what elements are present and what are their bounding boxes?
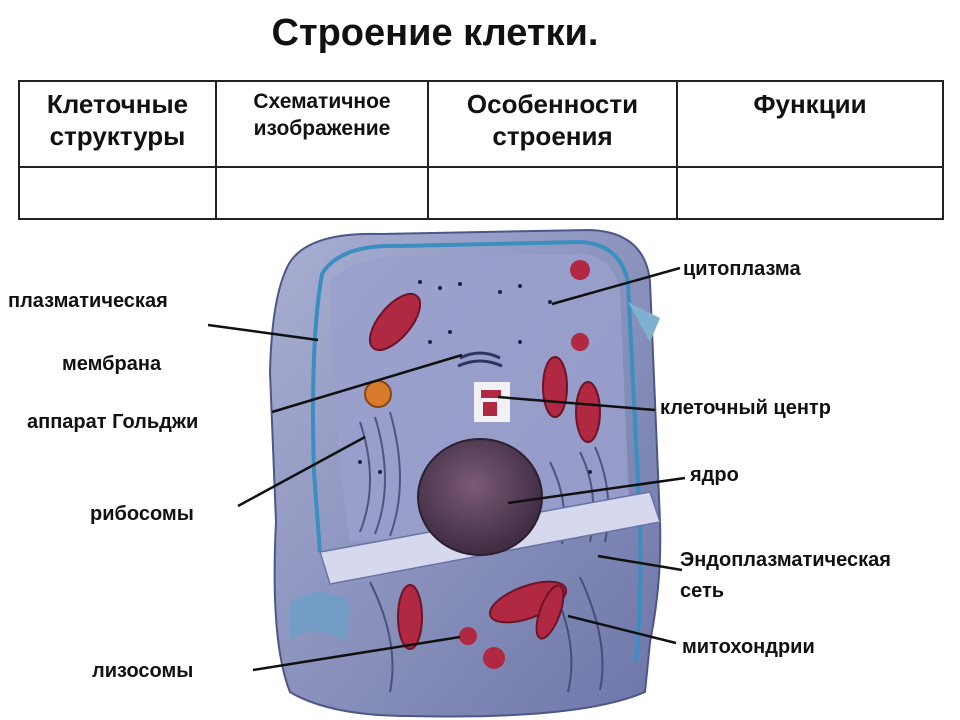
table-cell[interactable] xyxy=(18,166,217,220)
cell-structure-table: Клеточные структуры Схематичное изображе… xyxy=(18,80,944,220)
mitochondrion xyxy=(575,381,601,443)
lysosome xyxy=(459,627,477,645)
header-features: Особенности строения xyxy=(427,80,678,168)
mitochondrion xyxy=(535,584,565,640)
lysosome xyxy=(570,260,590,280)
label-centrosome: клеточный центр xyxy=(660,397,831,419)
label-nucleus: ядро xyxy=(690,464,739,486)
header-functions: Функции xyxy=(676,80,944,168)
label-er-line2: сеть xyxy=(680,580,725,602)
mitochondrion xyxy=(368,292,422,352)
plasma-membrane xyxy=(320,239,643,663)
table-cell[interactable] xyxy=(676,166,944,220)
label-cytoplasm: цитоплазма xyxy=(683,258,801,280)
table-row xyxy=(18,166,944,220)
golgi-vesicle xyxy=(364,380,392,408)
label-mitochondria: митохондрии xyxy=(682,636,815,658)
label-plasma-membrane-line1: плазматическая xyxy=(8,290,168,312)
lysosome xyxy=(571,333,589,351)
nucleus xyxy=(417,438,543,556)
lysosome xyxy=(483,647,505,669)
label-plasma-membrane-line2: мембрана xyxy=(62,353,162,375)
mitochondrion xyxy=(397,584,423,650)
page-title: Строение клетки. xyxy=(271,12,599,54)
header-structures: Клеточные структуры xyxy=(18,80,217,168)
animal-cell-illustration xyxy=(268,228,662,718)
header-schematic: Схематичное изображение xyxy=(215,80,429,168)
label-golgi-apparatus: аппарат Гольджи xyxy=(27,411,199,433)
label-lysosomes: лизосомы xyxy=(92,660,194,682)
table-cell[interactable] xyxy=(427,166,678,220)
label-er-line1: Эндоплазматическая xyxy=(680,549,891,571)
mitochondrion xyxy=(542,356,568,418)
table-cell[interactable] xyxy=(215,166,429,220)
table-header-row: Клеточные структуры Схематичное изображе… xyxy=(18,80,944,168)
mitochondrion xyxy=(489,580,567,624)
label-ribosomes: рибосомы xyxy=(90,503,194,525)
